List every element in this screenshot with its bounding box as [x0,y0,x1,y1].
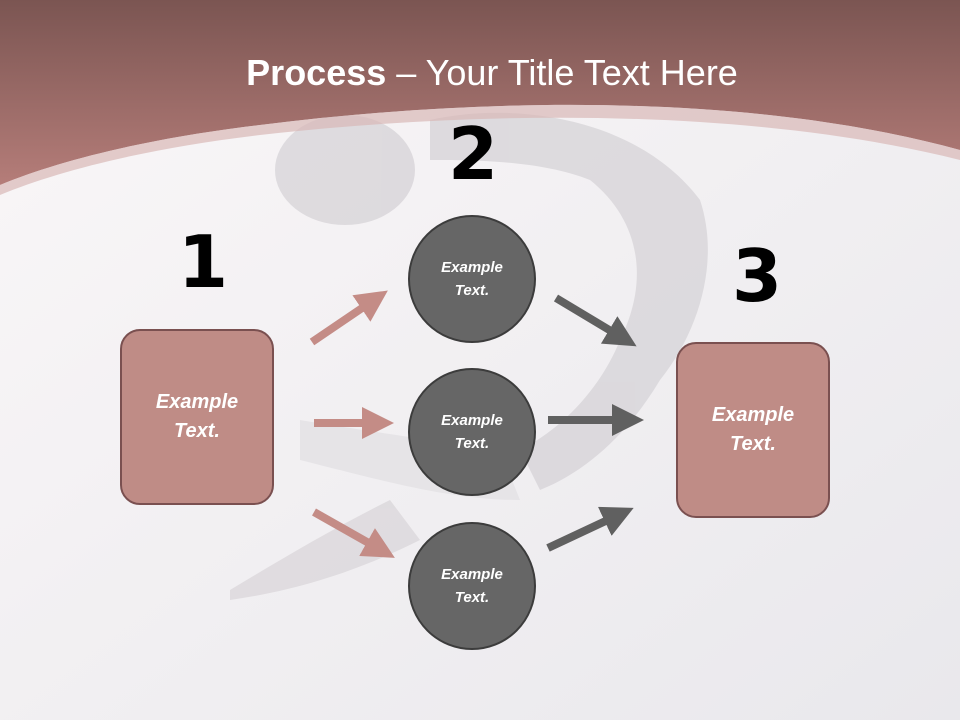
step-number-1: 1 [178,220,229,304]
step-number-3: 3 [732,234,783,318]
step-1-label: Example Text. [155,391,239,442]
title-rest: – Your Title Text Here [386,52,738,93]
arrow-from-circle-bottom [546,506,634,552]
step-3-label: Example Text. [711,404,795,455]
slide-title: Process – Your Title Text Here [0,52,960,94]
title-bold: Process [246,52,387,93]
circle-top: Example Text. [408,215,536,343]
step-number-2: 2 [448,112,499,196]
arrow-to-circle-bottom [312,508,395,558]
arrow-from-circle-top [553,294,637,347]
circle-bottom: Example Text. [408,522,536,650]
circle-top-label: Example Text. [441,259,503,299]
step-1-box: Example Text. [120,329,274,505]
circle-bottom-label: Example Text. [441,566,503,606]
step-3-box: Example Text. [676,342,830,518]
arrow-to-circle-top [309,290,388,346]
header-band [0,0,960,185]
circle-middle-label: Example Text. [441,412,503,452]
circle-middle: Example Text. [408,368,536,496]
